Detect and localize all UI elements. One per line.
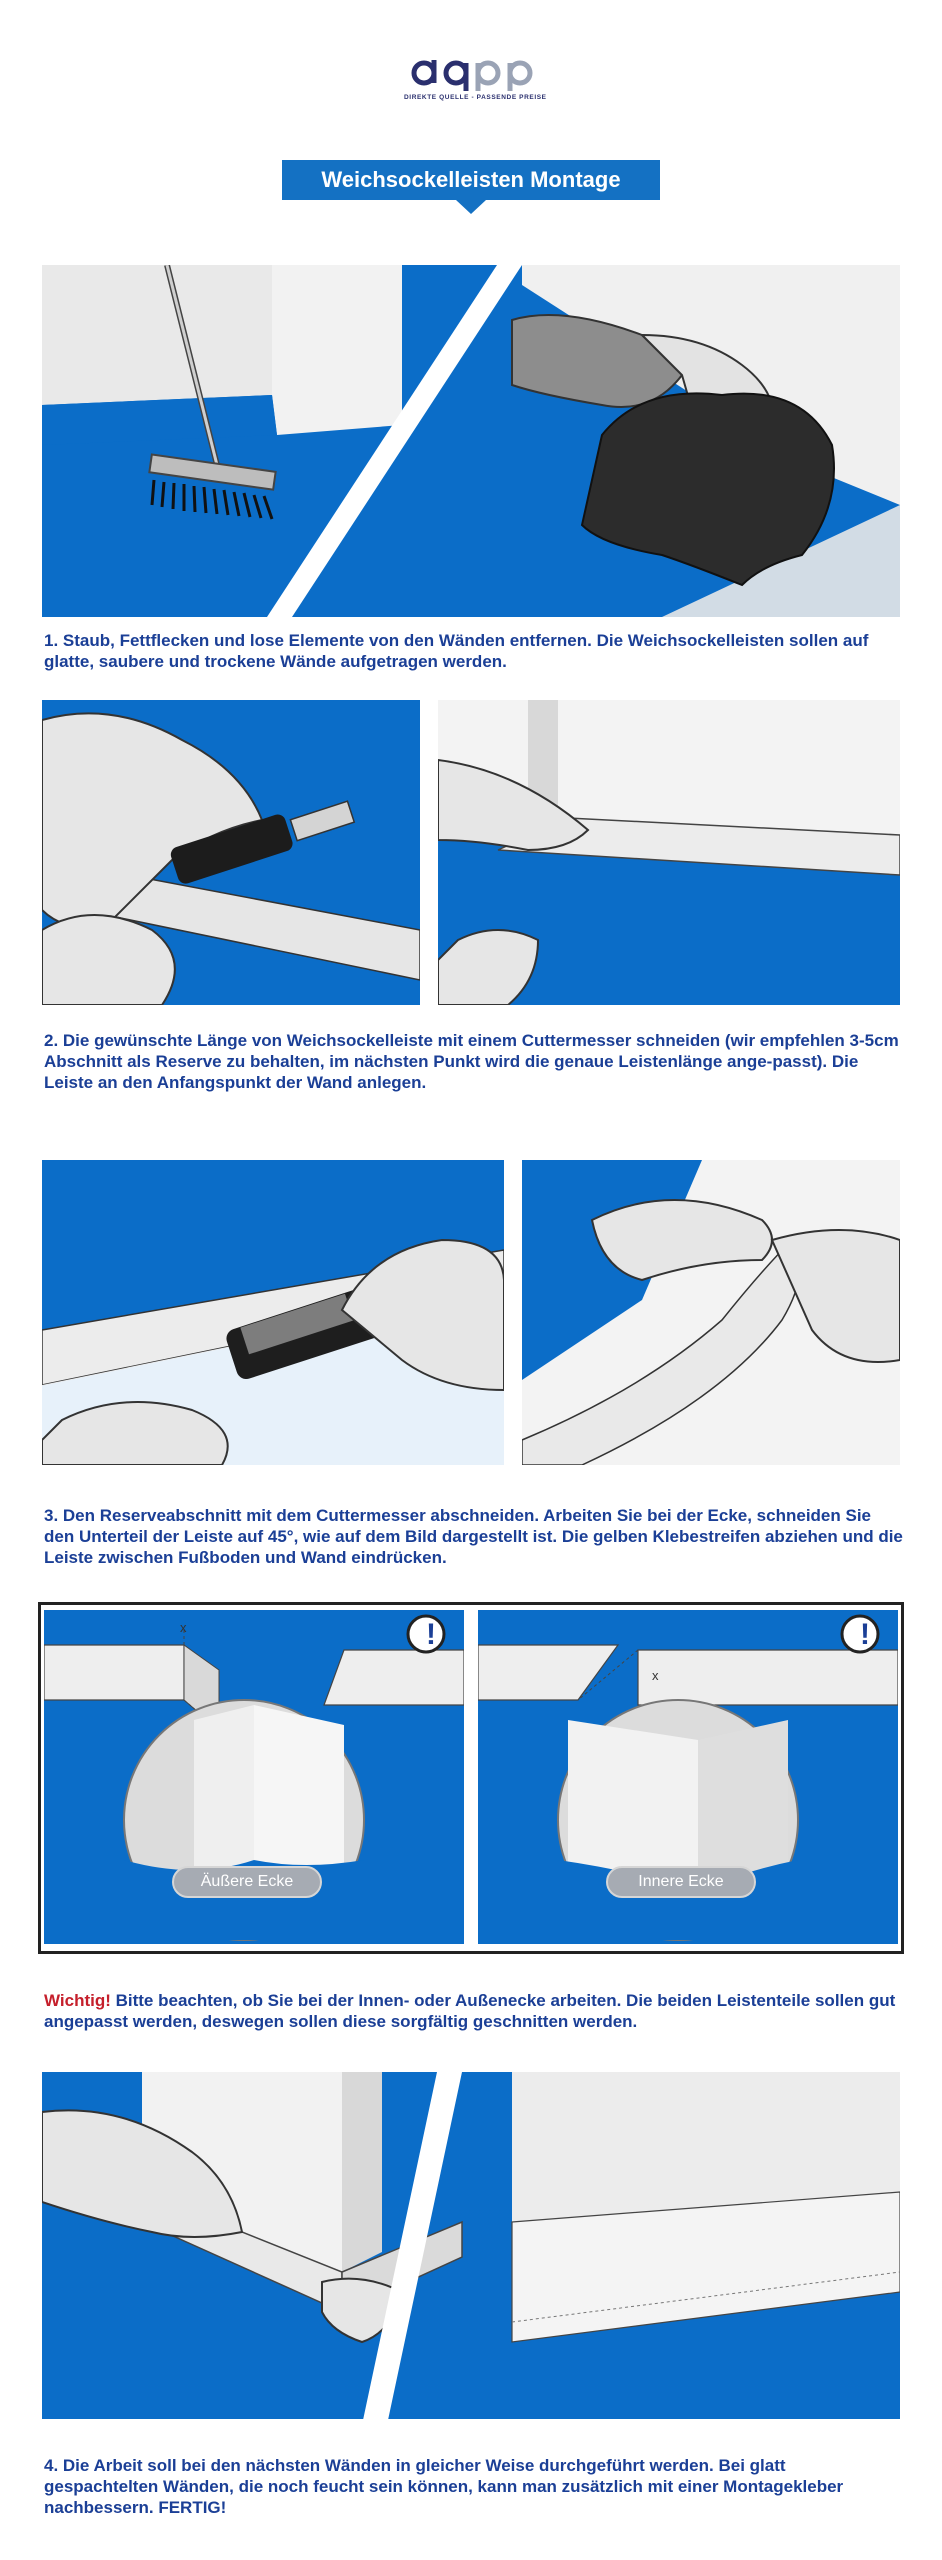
step4-illustration xyxy=(42,2072,900,2419)
outer-corner-x-mark: x xyxy=(180,1620,187,1635)
step2-illustration-right xyxy=(438,700,900,1005)
step3-illustration-right xyxy=(522,1160,900,1465)
step3-illustration-left xyxy=(42,1160,504,1465)
corner-comparison-frame xyxy=(38,1602,904,1954)
step4-caption: 4. Die Arbeit soll bei den nächsten Wänd… xyxy=(44,2456,844,2517)
exclamation-icon: ! xyxy=(426,1618,436,1651)
outer-corner-label: Äußere Ecke xyxy=(172,1866,322,1898)
banner-pointer xyxy=(456,200,486,214)
inner-corner-x-mark: x xyxy=(652,1668,659,1683)
step2-caption: 2. Die gewünschte Länge von Weichsockell… xyxy=(44,1031,899,1092)
page-title-banner: Weichsockelleisten Montage xyxy=(282,160,660,200)
step3-caption: 3. Den Reserveabschnitt mit dem Cutterme… xyxy=(44,1506,903,1567)
step2-illustration-left xyxy=(42,700,420,1005)
exclamation-icon: ! xyxy=(860,1618,870,1651)
brand-logo: DIREKTE QUELLE - PASSENDE PREISE xyxy=(404,58,547,101)
step1-caption: 1. Staub, Fettflecken und lose Elemente … xyxy=(44,631,869,671)
logo-tagline: DIREKTE QUELLE - PASSENDE PREISE xyxy=(404,94,547,101)
outer-corner-illustration xyxy=(44,1610,464,1944)
dqpp-logo xyxy=(411,60,533,91)
warning-text: Bitte beachten, ob Sie bei der Innen- od… xyxy=(44,1991,896,2031)
inner-corner-label: Innere Ecke xyxy=(606,1866,756,1898)
page-title: Weichsockelleisten Montage xyxy=(321,167,621,192)
warning-lead: Wichtig! xyxy=(44,1991,111,2010)
step1-illustration xyxy=(42,265,900,617)
warning-caption: Wichtig! Bitte beachten, ob Sie bei der … xyxy=(44,1990,904,2032)
